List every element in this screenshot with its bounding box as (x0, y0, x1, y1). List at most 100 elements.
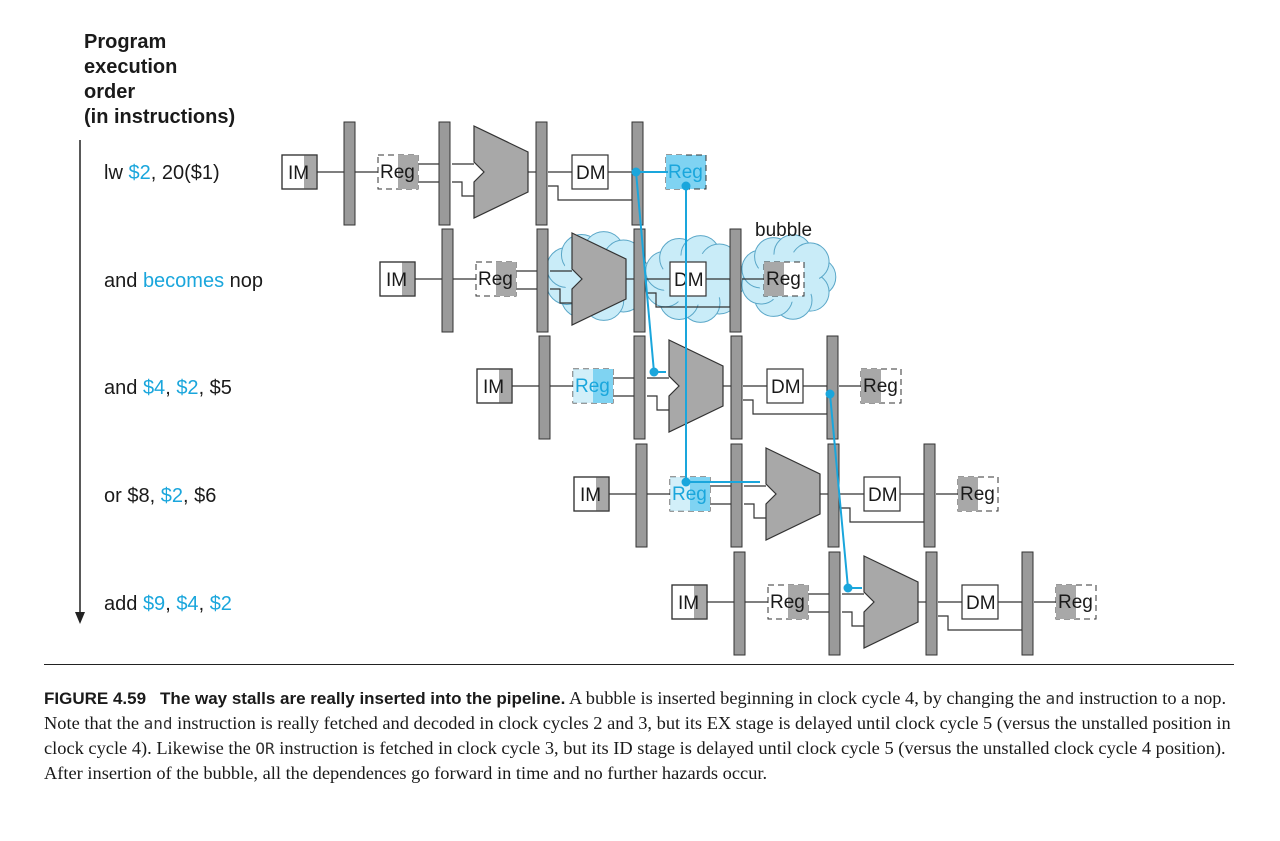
pipeline-register-bar (827, 443, 840, 548)
instruction-label-nop: and becomes nop (104, 270, 263, 293)
caption-divider (44, 664, 1234, 665)
register-highlight: $4 (142, 377, 166, 399)
forward-path (685, 186, 706, 483)
reg-read-label: Reg (478, 269, 513, 290)
reg-write-label: Reg (863, 376, 898, 397)
instruction-text: lw (104, 162, 129, 184)
forward-dot (843, 583, 853, 593)
wire (744, 503, 766, 519)
im-shade (694, 585, 707, 619)
wire (550, 288, 572, 304)
pipeline-register-bar (733, 551, 746, 656)
instruction-text: and (104, 270, 143, 292)
reg-read-label: Reg (575, 376, 610, 397)
reg-read-hl (573, 369, 593, 403)
caption-text: A bubble is inserted beginning in clock … (565, 688, 1046, 708)
instruction-text: , (165, 377, 177, 399)
dm-box (961, 584, 999, 620)
reg-write-label: Reg (1058, 592, 1093, 613)
wire (842, 611, 864, 627)
im-shade (596, 477, 609, 511)
instruction-text: , (165, 593, 177, 615)
pipeline-register-bar (633, 335, 646, 440)
dm-box (571, 154, 609, 190)
im-label: IM (386, 270, 407, 291)
reg-read-label: Reg (770, 592, 805, 613)
reg-write-shade (861, 369, 881, 403)
pipeline-register-bar (826, 335, 839, 440)
register-highlight: $9 (142, 593, 166, 615)
im-label: IM (580, 485, 601, 506)
im-label: IM (288, 163, 309, 184)
reg-write-shade (958, 477, 978, 511)
alu-shape (765, 447, 821, 541)
dm-box (669, 261, 707, 297)
forward-dot (649, 367, 659, 377)
pipeline-register-bar (1021, 551, 1034, 656)
alu-shape (571, 232, 627, 326)
axis-title-line: execution (84, 56, 178, 78)
im-outline (671, 584, 708, 620)
pipeline-register-bar (925, 551, 938, 656)
pipeline-register-bar (535, 121, 548, 226)
instruction-text: and (104, 377, 143, 399)
forward-dot (681, 181, 691, 191)
dm-label: DM (771, 377, 801, 398)
register-highlight: $2 (176, 377, 199, 399)
reg-read-shade (788, 585, 808, 619)
figure-title: The way stalls are really inserted into … (160, 689, 566, 708)
instruction-text: , $5 (198, 377, 232, 399)
bubble-label: bubble (755, 220, 813, 241)
instruction-text: , $6 (182, 485, 217, 507)
alu-shape (863, 555, 919, 649)
pipeline-row: IM Reg DM Reg (671, 551, 1097, 656)
axis-title-line: (in instructions) (84, 106, 236, 128)
pipeline-register-bar (923, 443, 936, 548)
reg-read-shade (398, 155, 418, 189)
caption-code: and (1045, 689, 1075, 708)
register-highlight: $2 (160, 485, 183, 507)
axis-title-line: order (84, 81, 136, 103)
program-order-arrow (75, 140, 85, 624)
alu-shape (668, 339, 724, 433)
dm-label: DM (576, 163, 606, 184)
im-outline (281, 154, 318, 190)
dm-label: DM (966, 593, 996, 614)
im-shade (402, 262, 415, 296)
reg-write-label: Reg (668, 162, 703, 183)
caption-text: instruction is fetched in clock cycle 3,… (44, 738, 1226, 783)
pipeline-register-bar (538, 335, 551, 440)
im-label: IM (483, 377, 504, 398)
im-outline (379, 261, 416, 297)
im-label: IM (678, 593, 699, 614)
pipeline-register-bar (438, 121, 451, 226)
instruction-text: , 20($1) (150, 162, 220, 184)
instruction-label-or: or $8, $2, $6 (104, 485, 216, 508)
instruction-text: , (198, 593, 210, 615)
pipeline-register-bar (635, 443, 648, 548)
register-highlight: $2 (209, 593, 232, 615)
wire (647, 395, 669, 411)
instruction-label-and: and $4, $2, $5 (104, 377, 232, 400)
reg-read-label: Reg (672, 484, 707, 505)
pipeline-register-bar (730, 443, 743, 548)
wire (452, 181, 474, 197)
forward-dot (825, 389, 835, 399)
reg-write-shade (1056, 585, 1076, 619)
reg-write-label: Reg (766, 269, 801, 290)
dm-label: DM (674, 270, 704, 291)
pipeline-register-bar (828, 551, 841, 656)
reg-read-shade (496, 262, 516, 296)
instruction-label-lw: lw $2, 20($1) (104, 162, 220, 185)
caption-code: OR (255, 739, 275, 758)
caption-code: and (143, 714, 173, 733)
instruction-text: add (104, 593, 143, 615)
pipeline-row: IM Reg DM Reg (476, 335, 902, 440)
reg-read-shade (593, 369, 613, 403)
alu-shape (473, 125, 529, 219)
reg-write-shade (666, 155, 686, 189)
